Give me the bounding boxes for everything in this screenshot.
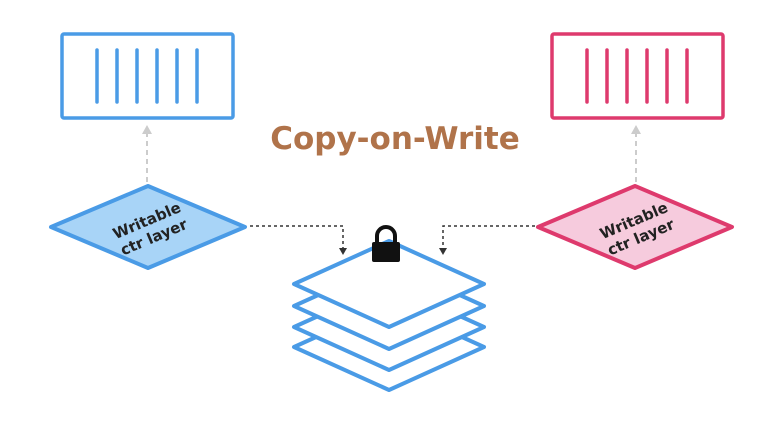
right-container-icon xyxy=(550,32,725,120)
right-up-arrow xyxy=(631,125,641,182)
left-writable-layer: Writable ctr layer xyxy=(49,184,247,270)
diagram-title: Copy-on-Write xyxy=(270,121,520,157)
image-layer-1 xyxy=(292,239,486,329)
left-up-arrow xyxy=(142,125,152,182)
layer-stack-icon xyxy=(292,239,486,392)
lock-icon xyxy=(372,225,400,262)
left-dashed-connector xyxy=(250,225,347,255)
right-writable-layer: Writable ctr layer xyxy=(536,184,734,270)
right-dashed-connector xyxy=(439,225,535,255)
left-container-icon xyxy=(60,32,235,120)
